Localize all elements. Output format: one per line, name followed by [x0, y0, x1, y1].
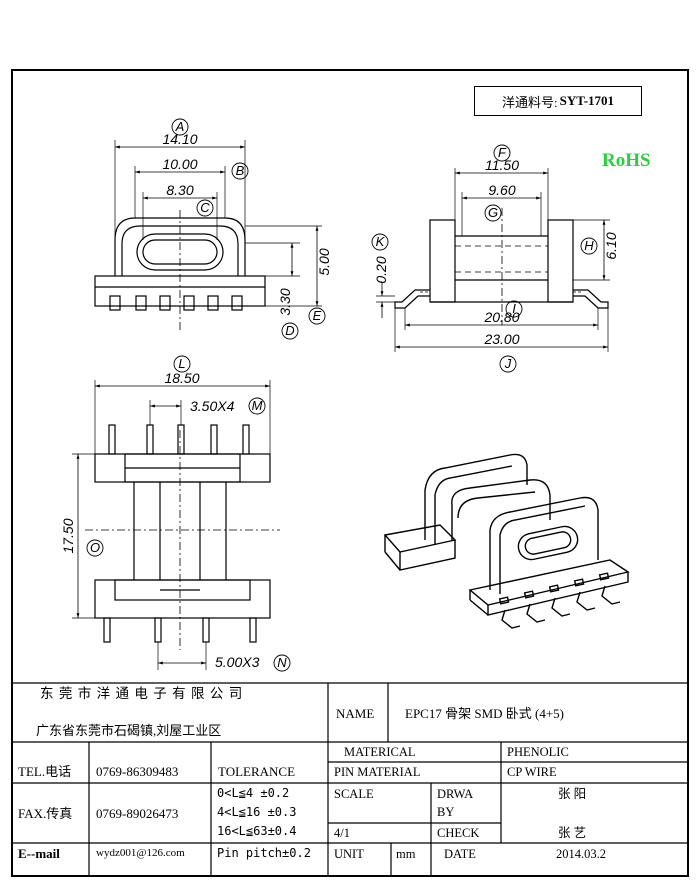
rohs-mark: RoHS	[602, 150, 651, 171]
part-number-caption: 洋通料号:	[501, 94, 558, 110]
pin-material-value: CP WIRE	[507, 765, 557, 779]
dim-value-g: 9.60	[488, 182, 515, 198]
dim-value-f: 11.50	[485, 157, 519, 173]
drawn-label-2: BY	[437, 805, 455, 819]
dim-value-i: 20.80	[483, 309, 519, 325]
dim-value-c: 8.30	[166, 182, 193, 198]
date-label: DATE	[444, 847, 476, 861]
isometric-view	[383, 453, 630, 629]
dim-value-h: 6.10	[603, 232, 619, 259]
dim-letter-c: C	[200, 200, 210, 215]
company-address: 广东省东莞市石碣镇,刘屋工业区	[36, 723, 222, 738]
tolerance-label: TOLERANCE	[218, 764, 296, 779]
title-block-grid	[11, 682, 689, 877]
dim-letter-i: I	[512, 301, 516, 316]
tolerance-row-2: 4<L≦16 ±0.3	[217, 805, 297, 819]
dim-value-k: 0.20	[373, 256, 389, 283]
dim-letter-g: G	[488, 205, 498, 220]
dim-value-n: 5.00X3	[215, 654, 260, 670]
dimension-labels: A 14.10 B 10.00 C 8.30 5.00 E 3.30 D F 1…	[60, 118, 619, 672]
email-label: E--mail	[18, 846, 60, 861]
dim-letter-n: N	[277, 655, 287, 670]
fax-label: FAX.传真	[18, 806, 73, 821]
dim-letter-o: O	[90, 540, 100, 555]
dim-letter-j: J	[504, 356, 512, 371]
tolerance-row-1: 0<L≦4 ±0.2	[217, 786, 290, 800]
front-view	[94, 140, 322, 330]
top-view	[72, 380, 280, 670]
tolerance-row-3: 16<L≦63±0.4	[217, 824, 297, 838]
dim-letter-m: M	[252, 398, 263, 413]
dim-value-a: 14.10	[162, 131, 197, 147]
unit-value: mm	[396, 847, 416, 861]
dim-value-e: 5.00	[316, 248, 332, 275]
drawing-sheet	[11, 69, 689, 877]
material-label: MATERICAL	[344, 745, 416, 759]
dim-letter-k: K	[376, 234, 386, 249]
dim-value-b: 10.00	[162, 156, 197, 172]
date-value: 2014.03.2	[556, 847, 606, 861]
name-value: EPC17 骨架 SMD 卧式 (4+5)	[405, 706, 565, 721]
check-value: 张 艺	[558, 826, 587, 840]
tolerance-row-4: Pin pitch±0.2	[217, 846, 311, 860]
dim-letter-l: L	[178, 356, 185, 371]
dim-value-o: 17.50	[60, 518, 76, 553]
part-number-value: SYT-1701	[559, 93, 615, 108]
dim-letter-d: D	[285, 323, 294, 338]
dim-value-l: 18.50	[164, 370, 199, 386]
name-label: NAME	[336, 706, 375, 721]
dim-letter-e: E	[313, 308, 322, 323]
fax-value: 0769-89026473	[96, 806, 179, 821]
drawn-label-1: DRWA	[437, 787, 474, 801]
pin-material-label: PIN MATERIAL	[334, 765, 421, 779]
email-value: wydz001@126.com	[96, 847, 185, 859]
tel-label: TEL.电话	[18, 764, 72, 779]
drawn-value: 张 阳	[558, 787, 587, 801]
dim-value-m: 3.50X4	[190, 398, 235, 414]
dim-letter-f: F	[498, 145, 507, 160]
scale-label: SCALE	[334, 787, 374, 801]
dim-value-j: 23.00	[483, 331, 519, 347]
dim-letter-b: B	[236, 163, 245, 178]
part-number-box: 洋通料号: SYT-1701	[474, 86, 642, 116]
side-view	[376, 168, 610, 352]
company-name: 东 莞 市 洋 通 电 子 有 限 公 司	[40, 686, 244, 701]
dim-value-d: 3.30	[277, 288, 293, 315]
tel-value: 0769-86309483	[96, 764, 179, 779]
material-value: PHENOLIC	[507, 745, 569, 759]
scale-value: 4/1	[334, 826, 350, 840]
dim-letter-a: A	[175, 119, 185, 134]
dim-letter-h: H	[584, 238, 594, 253]
check-label: CHECK	[437, 826, 480, 840]
unit-label: UNIT	[334, 847, 364, 861]
